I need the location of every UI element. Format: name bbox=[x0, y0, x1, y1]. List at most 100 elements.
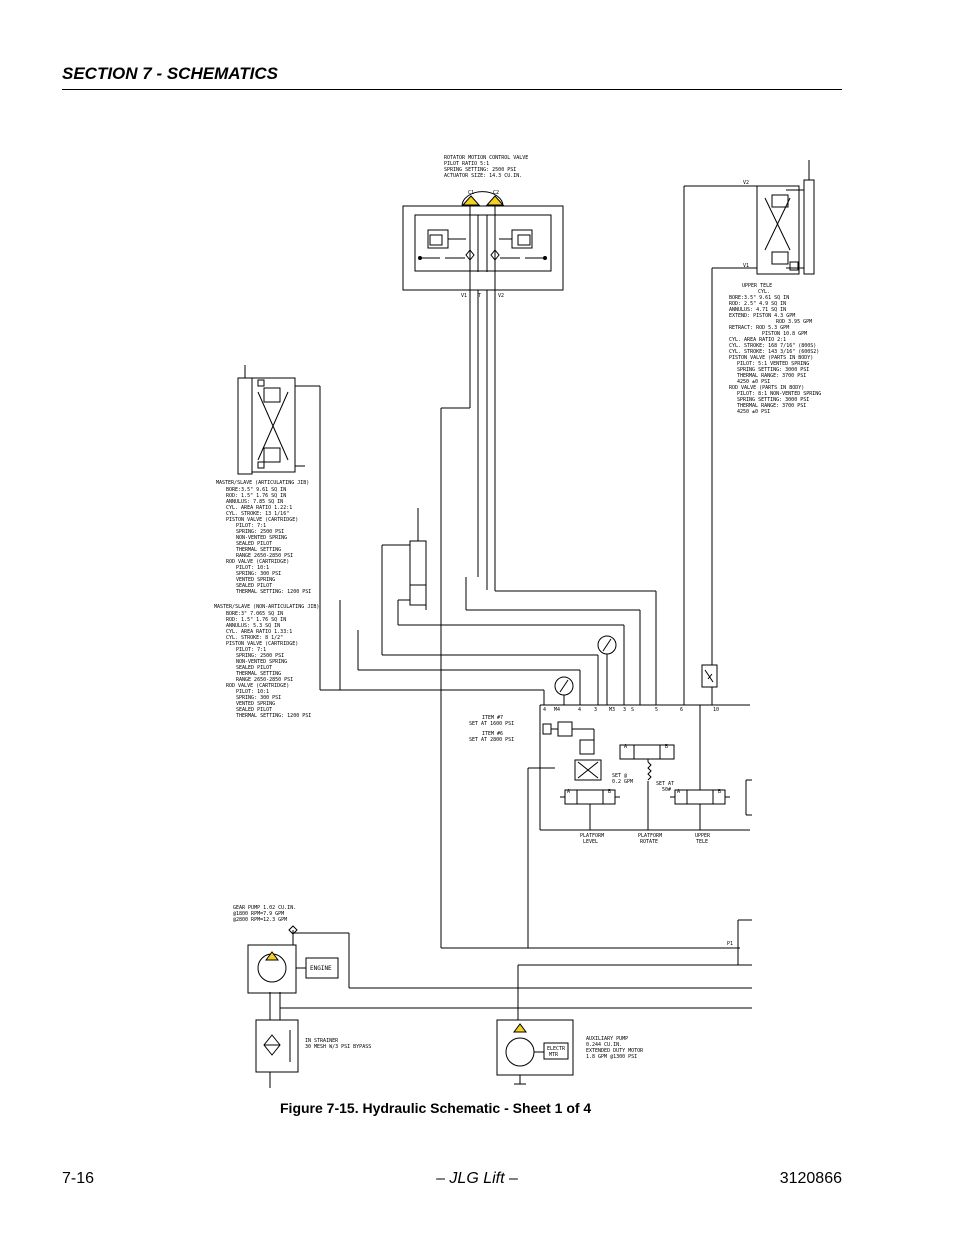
aux-pump-line: 1.8 GPM @1300 PSI bbox=[586, 1054, 637, 1060]
item6-label: ITEM #6 bbox=[482, 731, 503, 737]
upper-tele-label: TELE bbox=[696, 839, 708, 845]
spec-line: UPPER TELE bbox=[742, 283, 772, 289]
port-label: 10 bbox=[713, 707, 719, 713]
strainer bbox=[255, 1019, 299, 1088]
spec-line: PILOT: 5:1 VENTED SPRING bbox=[737, 361, 809, 367]
upper-tele-v1: V1 bbox=[743, 263, 749, 269]
item7-label: ITEM #7 bbox=[482, 715, 503, 721]
platform-level-label: LEVEL bbox=[583, 839, 598, 845]
spec-line: ANNULUS: 4.71 SQ IN bbox=[729, 307, 786, 313]
header-rule bbox=[62, 89, 842, 90]
document-number: 3120866 bbox=[779, 1170, 842, 1187]
manifold-text: 4 M4 4 3 M3 3 S 5 6 10 ITEM #7 SET AT 16… bbox=[469, 707, 733, 947]
gear-pump-line: @2800 RPM=12.3 GPM bbox=[233, 917, 287, 923]
spec-line: PISTON VALVE (CARTRIDGE) bbox=[226, 517, 298, 523]
master-slave-cylinder bbox=[237, 365, 296, 475]
spool-b: B bbox=[718, 789, 721, 795]
ms-articulating-text: MASTER/SLAVE (ARTICULATING JIB) BORE:3.5… bbox=[216, 480, 311, 595]
rotator-line: PILOT RATIO 5:1 bbox=[444, 161, 489, 167]
port-c2: C2 bbox=[493, 190, 499, 196]
spec-line: THERMAL SETTING: 1200 PSI bbox=[236, 589, 311, 595]
spec-line: CYL. bbox=[758, 289, 770, 295]
spool-a: A bbox=[624, 744, 627, 750]
spec-line: ROD VALVE (PARTS IN BODY) bbox=[729, 385, 804, 391]
manifold-valves bbox=[542, 705, 730, 830]
spec-line: PISTON VALVE (CARTRIDGE) bbox=[226, 641, 298, 647]
aux-pump-line: EXTENDED DUTY MOTOR bbox=[586, 1048, 644, 1054]
spec-line: 4250 ±0 PSI bbox=[737, 379, 770, 385]
pressure-gauges bbox=[554, 635, 617, 705]
spec-line: ROD VALVE (CARTRIDGE) bbox=[226, 559, 289, 565]
spec-line: THERMAL RANGE: 3700 PSI bbox=[737, 403, 806, 409]
p1-label: P1 bbox=[727, 941, 733, 947]
aux-pump bbox=[496, 1019, 574, 1085]
spec-line: PILOT: 10:1 bbox=[236, 689, 269, 695]
port-label: 6 bbox=[680, 707, 683, 713]
strainer-line: 30 MESH W/3 PSI BYPASS bbox=[305, 1044, 371, 1050]
platform-rotate-label: ROTATE bbox=[640, 839, 658, 845]
upper-tele-v2: V2 bbox=[743, 180, 749, 186]
rotator-text: ROTATOR MOTION CONTROL VALVE PILOT RATIO… bbox=[444, 155, 528, 299]
aux-motor-label: ELECTR bbox=[547, 1046, 566, 1052]
figure-caption: Figure 7-15. Hydraulic Schematic - Sheet… bbox=[280, 1100, 592, 1116]
section-title: SECTION 7 - SCHEMATICS bbox=[62, 64, 278, 83]
spec-line: SEALED PILOT bbox=[236, 707, 272, 713]
spec-line: SPRING SETTING: 3000 PSI bbox=[737, 367, 809, 373]
spec-line: CYL. AREA RATIO 1.22:1 bbox=[226, 505, 292, 511]
gear-pump bbox=[247, 925, 339, 994]
engine-label: ENGINE bbox=[310, 965, 332, 972]
ms-non-articulating-text: MASTER/SLAVE (NON-ARTICULATING JIB) BORE… bbox=[214, 604, 319, 719]
spec-line: CYL. AREA RATIO 2:1 bbox=[729, 337, 786, 343]
spec-line: 4250 ±0 PSI bbox=[737, 409, 770, 415]
spec-line: CYL. STROKE: 143 3/16" (600S2) bbox=[729, 349, 819, 355]
spec-line: SPRING: 2500 PSI bbox=[236, 529, 284, 535]
spec-line: ANNULUS: 7.85 SQ IN bbox=[226, 499, 283, 505]
spec-line: RANGE 2650-2850 PSI bbox=[236, 553, 293, 559]
port-v2: V2 bbox=[498, 293, 504, 299]
port-label: 5 bbox=[655, 707, 658, 713]
rotator-line: ROTATOR MOTION CONTROL VALVE bbox=[444, 155, 528, 161]
port-label: 4 bbox=[543, 707, 546, 713]
spool-a: A bbox=[677, 789, 680, 795]
spec-line: BORE:3.5" 9.61 SQ IN bbox=[729, 295, 789, 301]
spec-line: CYL. STROKE: 13 1/16" bbox=[226, 511, 289, 517]
upper-tele-text: V2 V1 UPPER TELE CYL. BORE:3.5" 9.61 SQ … bbox=[729, 180, 821, 415]
platform-level-label: PLATFORM bbox=[580, 833, 604, 839]
spec-line: PISTON 10.8 GPM bbox=[762, 331, 807, 337]
spec-line: BORE:3" 7.065 SQ IN bbox=[226, 611, 283, 617]
spec-line: THERMAL SETTING: 1200 PSI bbox=[236, 713, 311, 719]
spec-line: PILOT: 7:1 bbox=[236, 523, 266, 529]
spec-line: MASTER/SLAVE (ARTICULATING JIB) bbox=[216, 480, 309, 486]
spec-line: EXTEND: PISTON 4.3 GPM bbox=[729, 313, 795, 319]
spec-line: SEALED PILOT bbox=[236, 541, 272, 547]
spec-line: CYL. AREA RATIO 1.33:1 bbox=[226, 629, 292, 635]
spec-line: NON-VENTED SPRING bbox=[236, 535, 287, 541]
spec-line: PILOT: 10:1 bbox=[236, 565, 269, 571]
spec-line: SEALED PILOT bbox=[236, 665, 272, 671]
spec-line: ROD: 2.5" 4.9 SQ IN bbox=[729, 301, 786, 307]
spool-a: A bbox=[567, 789, 570, 795]
spec-line: VENTED SPRING bbox=[236, 577, 275, 583]
spec-line: ROD VALVE (CARTRIDGE) bbox=[226, 683, 289, 689]
port-label: M3 bbox=[609, 707, 615, 713]
spec-line: SPRING: 300 PSI bbox=[236, 571, 281, 577]
upper-tele-cylinder bbox=[756, 160, 815, 275]
spec-line: THERMAL SETTING bbox=[236, 671, 281, 677]
port-c1: C1 bbox=[468, 190, 474, 196]
spec-line: THERMAL SETTING bbox=[236, 547, 281, 553]
spec-line: SPRING: 2500 PSI bbox=[236, 653, 284, 659]
flow-set-label: SET @ bbox=[612, 773, 627, 779]
port-v1: V1 bbox=[461, 293, 467, 299]
spec-line: PILOT: 7:1 bbox=[236, 647, 266, 653]
spec-line: CYL. STROKE: 8 1/2" bbox=[226, 635, 283, 641]
upper-tele-label: UPPER bbox=[695, 833, 711, 839]
spec-line: CYL. STROKE: 168 7/16" (800S) bbox=[729, 343, 816, 349]
spool-b: B bbox=[608, 789, 611, 795]
spec-line: MASTER/SLAVE (NON-ARTICULATING JIB) bbox=[214, 604, 319, 610]
strainer-line: IN STRAINER bbox=[305, 1038, 339, 1044]
spec-line: PILOT: 8:1 NON-VENTED SPRING bbox=[737, 391, 821, 397]
item7-setting: SET AT 1600 PSI bbox=[469, 721, 514, 727]
spec-line: RETRACT: ROD 5.3 GPM bbox=[729, 325, 789, 331]
spec-line: ANNULUS: 5.3 SQ IN bbox=[226, 623, 280, 629]
